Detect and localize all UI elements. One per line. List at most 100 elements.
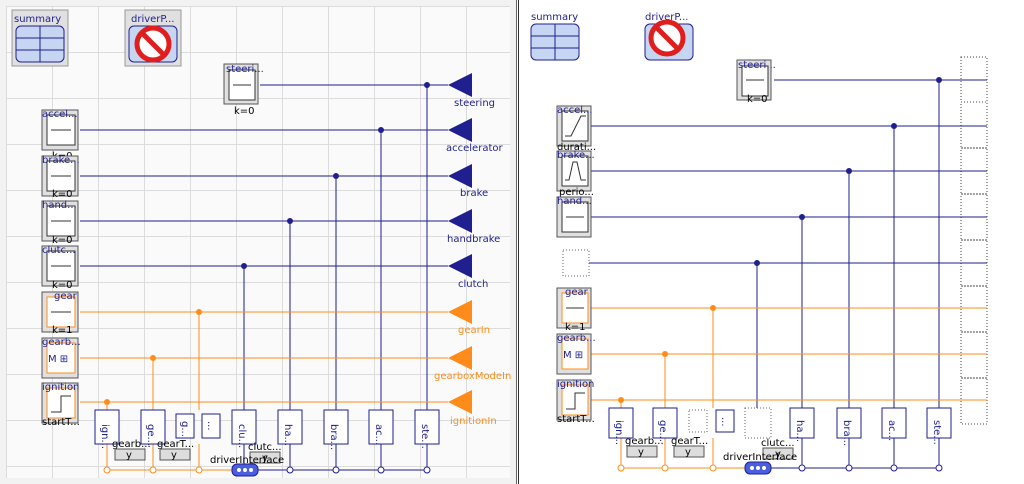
bottom-block-ha[interactable] [277,409,303,445]
geart-output-box[interactable] [673,445,705,458]
geart-label: gearT... [671,436,708,447]
gearb-y-label: y [126,450,132,461]
gear-source[interactable]: gear k=1 [556,287,592,333]
summary-label: summary [531,12,578,23]
gear-source[interactable]: gear k=1 [41,291,79,336]
bottom-block-clu-empty[interactable] [744,407,772,439]
bottom-block-ac[interactable] [368,409,394,445]
output-label-gearboxmodein: gearboxModeIn [434,371,511,382]
output-connector-gearboxmodein[interactable] [448,346,472,370]
ignition-source[interactable]: ignition startT... [41,382,80,428]
bottom-block-bra-label: bra... [328,424,339,450]
bottom-block-misc[interactable] [201,413,221,439]
output-connector-clutch[interactable] [448,254,472,278]
brake-source[interactable]: brake... perio... [556,150,595,198]
bottom-block-ac-label: ac... [373,424,384,445]
driver-parameter-block[interactable]: driverP... [644,12,694,61]
bottom-block-clu-label: clu... [236,424,247,448]
bottom-block-ac-label: ac... [886,420,897,441]
bottom-block-ge[interactable] [140,409,166,445]
clutch-source[interactable]: clutc... k=0 [41,245,79,291]
step-icon [566,392,585,410]
accel-source-param: durati... [557,142,596,153]
ramp-icon [565,115,586,137]
output-label-ignitionin: ignitionIn [450,416,497,427]
output-label-handbrake: handbrake [447,234,500,245]
output-label-brake: brake [460,188,488,199]
steering-source-name: steeri... [226,64,264,75]
bottom-block-ste-label: ste... [419,424,430,449]
bottom-block-ste[interactable] [414,409,440,445]
summary-block[interactable]: summary [11,9,69,67]
handbrake-source[interactable]: hand... [556,196,592,238]
bottom-block-ac[interactable] [881,407,907,439]
empty-placeholder-block[interactable] [562,249,590,277]
brake-source-name: brake... [42,155,80,166]
output-connector-gearin[interactable] [448,300,472,324]
gearbox-source[interactable]: M ⊞ gearb... [41,337,81,379]
steering-source[interactable]: steeri... k=0 [223,63,264,117]
gearb-label: gearb... [112,439,151,450]
clutc-output-box[interactable] [249,451,281,464]
gearbox-source-name: gearb... [557,333,596,344]
ignition-source-name: ignition [42,382,79,393]
output-label-steering: steering [454,98,495,109]
clutc-output-box[interactable] [762,447,794,460]
accel-source[interactable]: accel... k=0 [41,109,79,162]
steering-source-param: k=0 [234,106,255,117]
summary-block[interactable]: summary [530,12,580,61]
bottom-block-g-empty[interactable] [688,409,708,433]
diagram-left-svg: summary driverP... [11,9,511,477]
gearb-y-label: y [638,447,644,458]
bottom-block-ge[interactable] [652,407,678,439]
bottom-block-bra-label: bra... [841,420,852,446]
diagram-pane-left[interactable]: summary driverP... [0,0,517,484]
output-label-accelerator: accelerator [446,143,503,154]
handbrake-source-param: k=0 [52,235,73,246]
gear-source-name: gear [565,287,589,298]
driver-interface-connector[interactable]: driverInterface [723,452,797,475]
gear-source-name: gear [54,291,78,302]
bottom-block-misc-label: ... [719,417,730,427]
steering-source[interactable]: steeri... k=0 [736,59,776,105]
bottom-block-ign-label: ign... [99,424,110,449]
geart-output-box[interactable] [159,448,191,461]
bottom-block-ge-label: ge... [145,424,156,446]
gearbox-source[interactable]: M ⊞ gearb... [556,333,596,375]
output-connector-handbrake[interactable] [448,209,472,233]
bottom-block-ign[interactable] [608,407,634,439]
bottom-block-ste-label: ste... [931,420,942,445]
driver-interface-label: driverInterface [210,455,284,466]
clutc-label: clutc... [248,442,282,453]
gearb-output-box[interactable] [626,445,658,458]
geart-y-label: y [171,450,177,461]
gearb-label: gearb... [625,436,664,447]
handbrake-source-name: hand... [557,196,592,207]
driver-parameter-block[interactable]: driverP... [124,9,182,67]
accel-source[interactable]: accel... durati... [556,105,596,153]
bottom-block-ign[interactable] [94,409,120,445]
gearb-output-box[interactable] [114,448,146,461]
output-connector-steering[interactable] [448,73,472,97]
bottom-block-misc[interactable] [715,409,735,433]
bottom-block-ste[interactable] [926,407,952,439]
driver-parameter-label: driverP... [131,14,174,25]
diagram-pane-right[interactable]: summary driverP... [518,0,1024,484]
brake-source[interactable]: brake... k=0 [41,155,80,200]
driver-interface-connector[interactable]: driverInterface [210,455,284,477]
handbrake-source[interactable]: hand... k=0 [41,200,79,246]
geart-y-label: y [685,447,691,458]
ignition-source[interactable]: ignition startT... [556,379,595,425]
handbrake-source-name: hand... [42,200,77,211]
bottom-block-ha[interactable] [789,407,815,439]
gearbox-source-name: gearb... [42,337,81,348]
summary-label: summary [14,14,61,25]
output-connector-ignitionin[interactable] [448,390,472,414]
bottom-block-clu[interactable] [231,409,257,445]
bottom-block-g[interactable] [175,413,195,439]
bottom-block-bra[interactable] [836,407,862,439]
bottom-block-g-label: g... [179,421,190,437]
bottom-block-bra[interactable] [323,409,349,445]
output-connector-brake[interactable] [448,164,472,188]
output-connector-accelerator[interactable] [448,118,472,142]
